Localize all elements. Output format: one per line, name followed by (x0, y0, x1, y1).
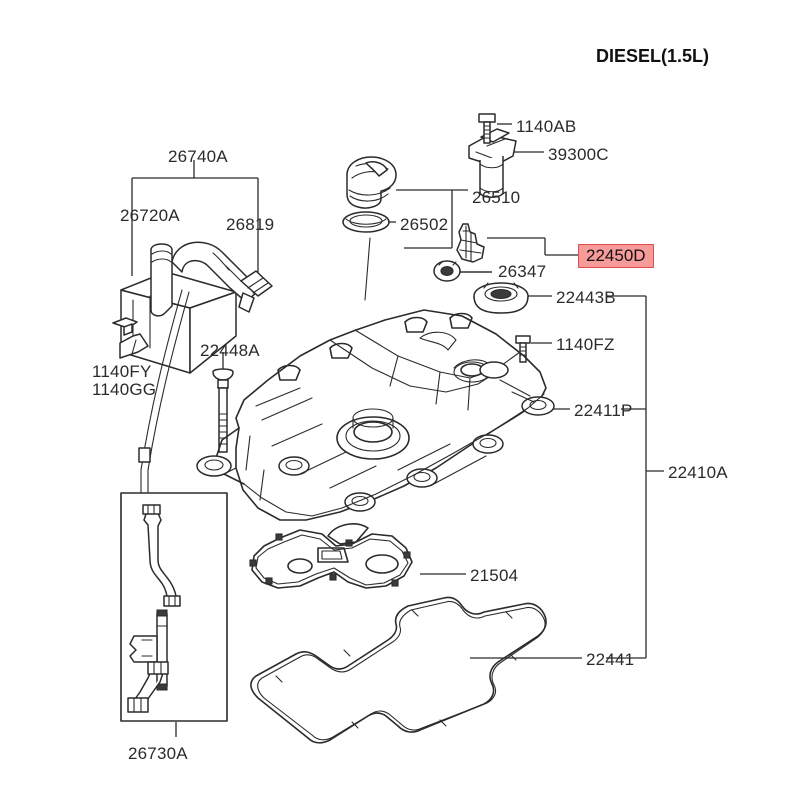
part-label-22443b[interactable]: 22443B (556, 288, 616, 307)
diagram-title: DIESEL(1.5L) (596, 46, 710, 66)
part-label-22411p[interactable]: 22411P (574, 401, 633, 420)
part-26740a-breather-hose (138, 241, 273, 494)
part-26730a-hose-set (127, 504, 181, 713)
part-label-22410a[interactable]: 22410A (668, 463, 728, 482)
part-label-1140fz[interactable]: 1140FZ (556, 335, 615, 354)
part-label-26502[interactable]: 26502 (400, 215, 449, 234)
cover-bolt-bosses (196, 361, 555, 512)
part-label-39300c[interactable]: 39300C (548, 145, 609, 164)
part-22443b-seal (473, 282, 529, 314)
part-22441-gasket (250, 596, 547, 744)
part-label-1140fy[interactable]: 1140FY (92, 362, 152, 381)
part-label-1140gg[interactable]: 1140GG (92, 380, 157, 399)
part-label-26730a[interactable]: 26730A (128, 744, 188, 763)
part-label-22441[interactable]: 22441 (586, 650, 635, 669)
part-1140ab-bolt (478, 113, 496, 144)
part-21504-baffle-plate (249, 523, 413, 589)
part-39300c-cam-sensor (468, 128, 517, 198)
part-label-26720a[interactable]: 26720A (120, 206, 180, 225)
subassembly-boxes (120, 492, 228, 722)
part-22410a-cylinder-head-cover (196, 309, 555, 521)
part-26720a-separator (112, 271, 237, 374)
part-label-26347[interactable]: 26347 (498, 262, 547, 281)
part-label-22448a[interactable]: 22448A (200, 341, 260, 360)
part-22448a-long-bolt (212, 368, 234, 453)
part-label-21504[interactable]: 21504 (470, 566, 519, 585)
leader-lines (125, 123, 664, 737)
part-label-26510[interactable]: 26510 (472, 188, 521, 207)
part-22450d-pcv-valve (456, 223, 485, 263)
part-26510-oil-filler-cap (342, 156, 397, 233)
part-1140fz-bolt (515, 335, 531, 363)
part-label-26740a[interactable]: 26740A (168, 147, 228, 166)
part-label-26819[interactable]: 26819 (226, 215, 275, 234)
part-26347-oring (433, 260, 461, 282)
part-label-22450d[interactable]: 22450D (578, 244, 654, 268)
part-label-1140ab[interactable]: 1140AB (516, 117, 577, 136)
